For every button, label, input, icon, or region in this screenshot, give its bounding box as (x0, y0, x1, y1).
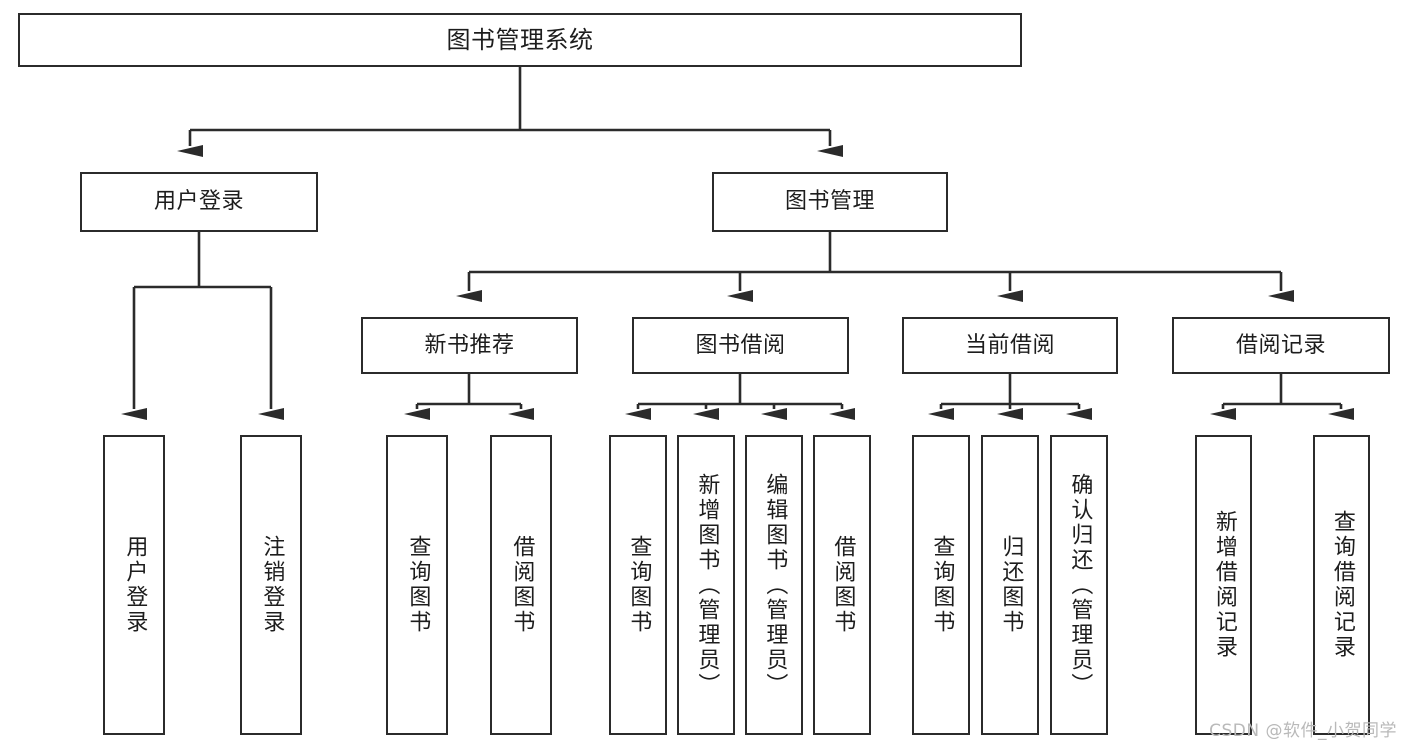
node-root-system[interactable]: 图书管理系统 (18, 13, 1022, 67)
node-label: 注销登录 (259, 535, 285, 635)
leaf-current-borrow-3[interactable]: 确认归还（管理员） (1050, 435, 1108, 735)
leaf-user-login-2[interactable]: 注销登录 (240, 435, 302, 735)
leaf-book-borrow-4[interactable]: 借阅图书 (813, 435, 871, 735)
leaf-user-login-1[interactable]: 用户登录 (103, 435, 165, 735)
node-label: 新书推荐 (424, 332, 515, 358)
node-book-management[interactable]: 图书管理 (712, 172, 948, 232)
leaf-new-book-2[interactable]: 借阅图书 (490, 435, 552, 735)
node-label: 借阅记录 (1235, 332, 1326, 358)
leaf-book-borrow-3[interactable]: 编辑图书（管理员） (745, 435, 803, 735)
node-label: 查询借阅记录 (1329, 510, 1355, 660)
node-label: 编辑图书（管理员） (762, 472, 788, 698)
node-label: 新增借阅记录 (1211, 510, 1237, 660)
node-label: 图书借阅 (695, 332, 786, 358)
node-label: 查询图书 (929, 535, 955, 635)
node-label: 新增图书（管理员） (694, 472, 720, 698)
node-user-login[interactable]: 用户登录 (80, 172, 318, 232)
node-label: 图书管理 (784, 189, 875, 215)
node-label: 用户登录 (122, 535, 148, 635)
node-label: 借阅图书 (509, 535, 535, 635)
node-book-borrow[interactable]: 图书借阅 (632, 317, 849, 374)
node-new-book-recommend[interactable]: 新书推荐 (361, 317, 578, 374)
node-label: 归还图书 (998, 535, 1024, 635)
node-label: 确认归还（管理员） (1067, 472, 1093, 698)
node-label: 查询图书 (405, 535, 431, 635)
node-current-borrow[interactable]: 当前借阅 (902, 317, 1118, 374)
node-label: 查询图书 (626, 535, 652, 635)
leaf-book-borrow-1[interactable]: 查询图书 (609, 435, 667, 735)
leaf-current-borrow-1[interactable]: 查询图书 (912, 435, 970, 735)
leaf-borrow-record-2[interactable]: 查询借阅记录 (1313, 435, 1370, 735)
node-label: 图书管理系统 (446, 25, 594, 54)
leaf-book-borrow-2[interactable]: 新增图书（管理员） (677, 435, 735, 735)
node-label: 借阅图书 (830, 535, 856, 635)
node-label: 用户登录 (153, 189, 244, 215)
leaf-new-book-1[interactable]: 查询图书 (386, 435, 448, 735)
node-label: 当前借阅 (964, 332, 1055, 358)
node-borrow-record[interactable]: 借阅记录 (1172, 317, 1390, 374)
leaf-borrow-record-1[interactable]: 新增借阅记录 (1195, 435, 1252, 735)
leaf-current-borrow-2[interactable]: 归还图书 (981, 435, 1039, 735)
